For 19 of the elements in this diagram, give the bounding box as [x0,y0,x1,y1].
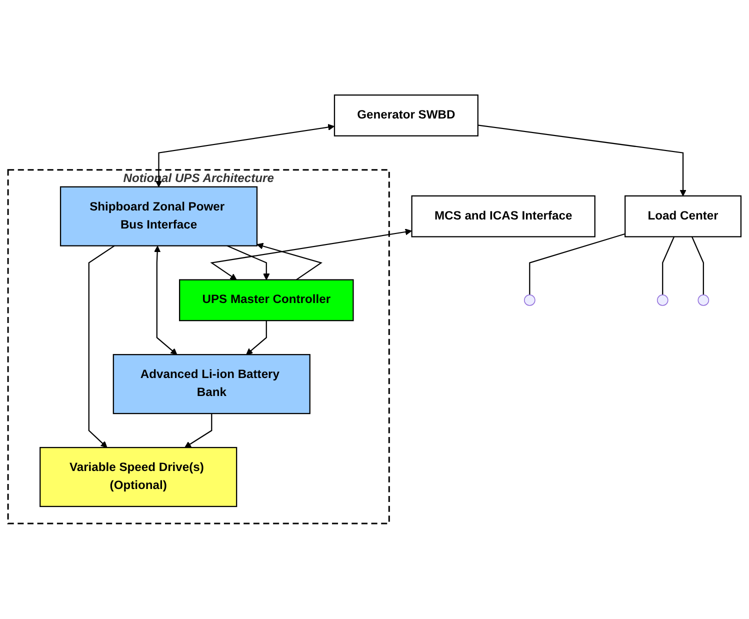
arrow [88,246,115,448]
node-box: UPS Master Controller [179,279,354,322]
arrow [210,228,412,280]
arrow [155,124,334,188]
node-box: Load Center [624,196,742,238]
connector [529,234,626,296]
arrow [246,320,267,356]
connector [662,236,675,296]
arrow [478,124,686,196]
arrow [226,246,270,280]
node-box: MCS and ICAS Interface [411,196,596,238]
node-box: Variable Speed Drive(s) (Optional) [40,447,238,508]
arrow [256,243,322,280]
connector [691,236,704,296]
node-box: Shipboard Zonal Power Bus Interface [60,186,258,247]
node-box: Advanced Li-ion Battery Bank [112,354,310,414]
arrow [184,414,212,448]
arrow [154,246,178,356]
node-box: Generator SWBD [334,94,478,137]
